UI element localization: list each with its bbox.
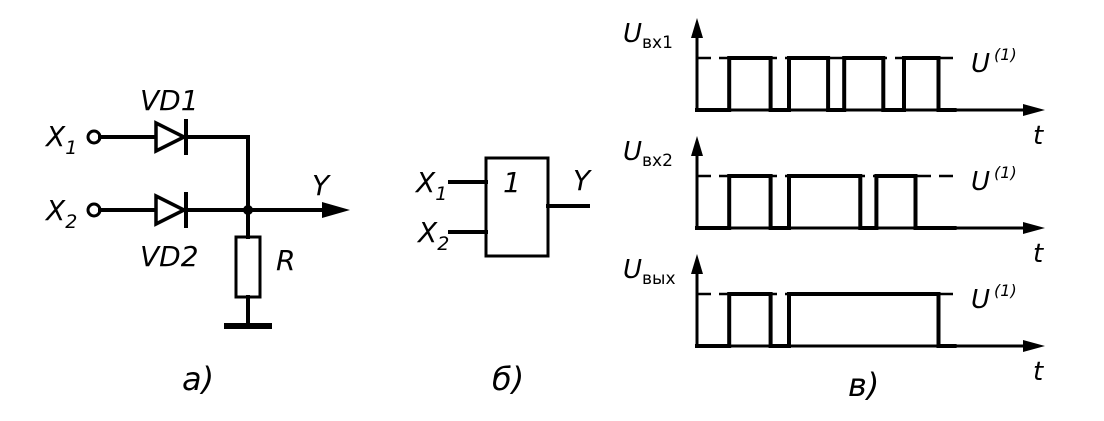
level-label: U(1) [971,281,1017,315]
input-x1-label: X1 [44,120,77,159]
diode-vd1-symbol [154,119,188,155]
time-axis-arrow [1023,340,1045,352]
diode-vd2-label: VD2 [140,240,199,273]
y-axis-arrow [691,18,703,38]
input-x2-label: X2 [44,194,77,233]
signal-label: Uвых [623,255,676,289]
time-label: t [1033,239,1044,269]
gate-input-x2-label: X2 [416,216,449,255]
wire-vd1-junction [184,135,250,212]
gate-function-label: 1 [503,166,521,199]
time-label: t [1033,121,1044,151]
resistor-r-label: R [276,244,295,277]
time-axis-arrow [1023,104,1045,116]
time-label: t [1033,357,1044,387]
diode-or-circuit: X1 VD1 X2 VD2 Y R а) [44,84,350,398]
signal-label: Uвх1 [623,19,673,53]
or-gate-symbol: 1 X1 X2 Y б) [414,156,592,398]
diode-vd1-label: VD1 [140,84,199,117]
waveform [695,292,957,348]
y-axis-arrow [691,254,703,274]
level-label: U(1) [971,45,1017,79]
caption-b: б) [492,360,524,398]
signal-label: Uвх2 [623,137,673,171]
waveform [695,174,957,230]
output-y-label: Y [312,169,331,202]
diode-vd2-symbol [154,192,188,228]
gate-input-x1-label: X1 [414,166,447,205]
gate-output-y-label: Y [573,164,592,197]
caption-a: а) [182,360,214,398]
level-label: U(1) [971,163,1017,197]
waveform [695,56,957,112]
caption-v: в) [848,366,879,404]
resistor-r-symbol [234,235,262,299]
output-arrow [322,202,350,218]
y-axis-arrow [691,136,703,156]
time-axis-arrow [1023,222,1045,234]
